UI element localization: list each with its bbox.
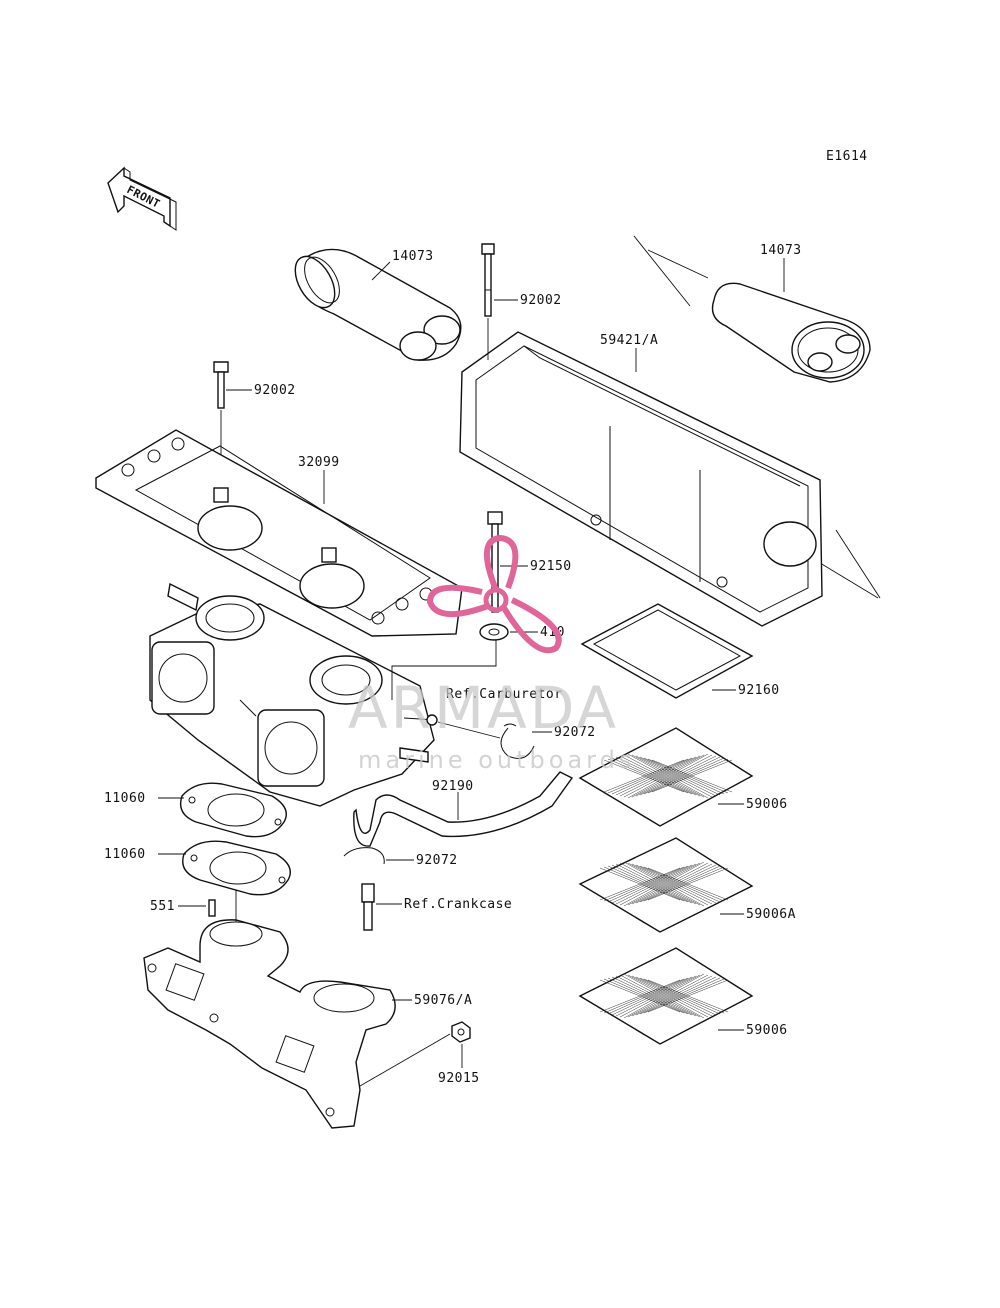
mesh-wire xyxy=(619,755,701,797)
mesh-wire xyxy=(603,978,685,1014)
mesh-wire xyxy=(631,975,713,1017)
part-59006A xyxy=(578,837,754,933)
ref-carburetor-label: Ref.Carburetor xyxy=(446,687,563,702)
part-11060-lower xyxy=(182,840,291,896)
label-59006-bottom: 59006 xyxy=(746,1023,788,1038)
part-92002-top xyxy=(481,243,495,317)
part-92072-upper xyxy=(500,723,535,759)
part-410 xyxy=(479,623,509,641)
mesh-wire xyxy=(647,867,729,901)
part-14073-right xyxy=(711,282,871,383)
label-92160: 92160 xyxy=(738,683,780,698)
mesh-wire xyxy=(623,754,705,798)
mesh-wire xyxy=(651,759,733,793)
front-arrow-icon: FRONT xyxy=(107,166,177,231)
mesh-wire xyxy=(619,862,701,906)
mesh-wire xyxy=(615,756,697,796)
mesh-wire xyxy=(619,974,701,1018)
mesh-wire xyxy=(615,975,697,1017)
mesh-wire xyxy=(623,861,705,907)
label-14073-right: 14073 xyxy=(760,243,802,258)
label-11060-lower: 11060 xyxy=(104,847,146,862)
mesh-wire xyxy=(607,977,689,1015)
mesh-wire xyxy=(631,754,713,798)
mesh-wire xyxy=(611,864,693,904)
mesh-wire xyxy=(635,755,717,797)
armada-watermark: ARMADA marine outboards xyxy=(348,534,635,774)
crankcase-fitting xyxy=(361,883,375,931)
diagram-code: E1614 xyxy=(826,149,868,164)
mesh-wire xyxy=(639,756,721,796)
mesh-wire xyxy=(643,978,725,1014)
label-92015: 92015 xyxy=(438,1071,480,1086)
label-59076A: 59076/A xyxy=(414,993,472,1008)
mesh-wire xyxy=(647,979,729,1013)
mesh-wire xyxy=(635,864,717,904)
mesh-wire xyxy=(611,757,693,795)
mesh-wire xyxy=(639,977,721,1015)
part-92150 xyxy=(487,511,503,613)
part-92002-left xyxy=(213,361,229,409)
propeller-logo-icon xyxy=(426,534,562,654)
part-92190 xyxy=(353,771,574,847)
mesh-wire xyxy=(643,866,725,902)
part-551 xyxy=(208,899,216,917)
label-92072-lower: 92072 xyxy=(416,853,458,868)
watermark-tagline: marine outboards xyxy=(358,746,635,774)
label-59006-top: 59006 xyxy=(746,797,788,812)
mesh-wire xyxy=(599,979,681,1013)
mesh-wire xyxy=(603,759,685,793)
mesh-wire xyxy=(615,863,697,905)
part-59006-top xyxy=(578,727,754,827)
label-92150: 92150 xyxy=(530,559,572,574)
part-92072-lower xyxy=(343,847,385,865)
ref-crankcase-label: Ref.Crankcase xyxy=(404,897,512,912)
carburetor-assembly xyxy=(149,582,438,807)
part-59076A xyxy=(143,919,396,1129)
label-551: 551 xyxy=(150,899,175,914)
label-92072-upper: 92072 xyxy=(554,725,596,740)
mesh-wire xyxy=(607,865,689,903)
mesh-wire xyxy=(599,867,681,901)
label-92002-top: 92002 xyxy=(520,293,562,308)
watermark-brand: ARMADA xyxy=(348,674,619,742)
label-92002-left: 92002 xyxy=(254,383,296,398)
part-59421A xyxy=(459,331,823,627)
part-14073-left xyxy=(294,248,462,361)
part-59006-bottom xyxy=(578,947,754,1045)
label-11060-upper: 11060 xyxy=(104,791,146,806)
label-59006A: 59006A xyxy=(746,907,796,922)
mesh-wire xyxy=(603,866,685,902)
mesh-wire xyxy=(647,758,729,794)
label-59421A: 59421/A xyxy=(600,333,658,348)
mesh-wire xyxy=(639,865,721,903)
mesh-wire xyxy=(627,974,709,1018)
part-32099 xyxy=(95,429,463,637)
mesh-wire xyxy=(631,863,713,905)
part-92160 xyxy=(580,603,754,699)
mesh-wire xyxy=(607,758,689,794)
mesh-wire xyxy=(627,753,709,799)
label-32099: 32099 xyxy=(298,455,340,470)
label-14073-left: 14073 xyxy=(392,249,434,264)
mesh-wire xyxy=(623,973,705,1019)
mesh-wire xyxy=(611,976,693,1016)
mesh-wire xyxy=(635,976,717,1016)
mesh-wire xyxy=(627,862,709,906)
part-92015 xyxy=(451,1021,471,1043)
part-11060-upper xyxy=(179,782,287,838)
label-92190: 92190 xyxy=(432,779,474,794)
mesh-wire xyxy=(643,757,725,795)
